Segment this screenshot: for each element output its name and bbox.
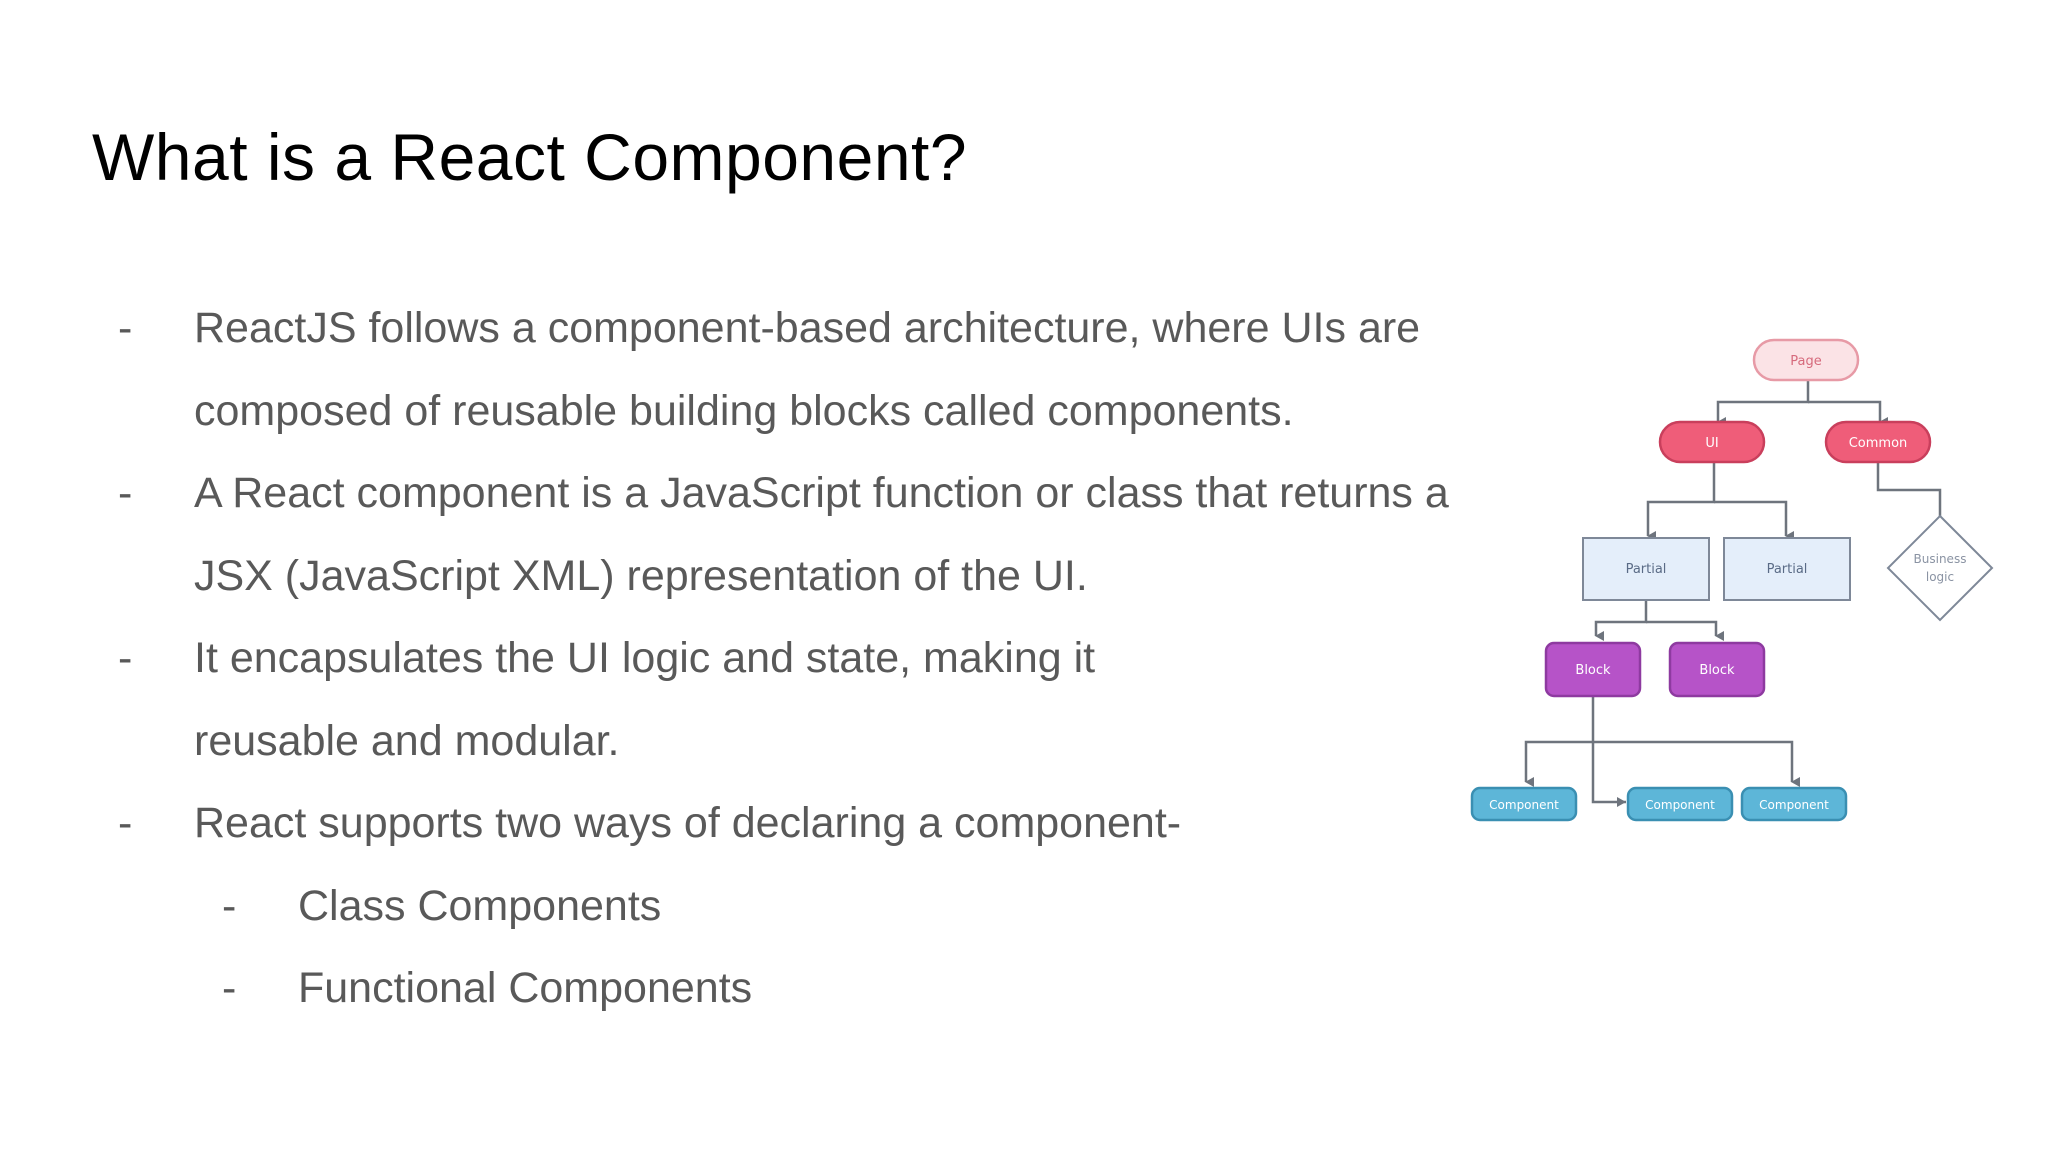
node-label: Block	[1699, 663, 1735, 678]
node-business-logic: Business logic	[1886, 514, 1994, 622]
bullet-text: It encapsulates the UI logic and state, …	[194, 634, 1096, 765]
bullet-marker: -	[222, 881, 237, 930]
node-partial-1: Partial	[1582, 537, 1710, 601]
node-component-1: Component	[1470, 786, 1578, 822]
bullet-marker: -	[118, 304, 133, 352]
sub-bullet-item: - Class Components	[118, 865, 1498, 948]
node-common: Common	[1824, 420, 1932, 464]
bullet-text: ReactJS follows a component-based archit…	[194, 304, 1421, 435]
bullet-item: - It encapsulates the UI logic and state…	[118, 617, 1498, 782]
bullet-marker: -	[118, 469, 133, 517]
node-block-2: Block	[1668, 641, 1766, 698]
node-label: Block	[1575, 663, 1611, 678]
edge-common-business	[1876, 462, 1942, 516]
bullet-marker: -	[118, 634, 133, 682]
bullet-text: React supports two ways of declaring a c…	[194, 799, 1182, 847]
component-tree-diagram: Page UI Common Business logic Partial Pa…	[1470, 338, 1994, 822]
node-block-1: Block	[1544, 641, 1642, 698]
node-label: UI	[1705, 436, 1718, 451]
bullet-item: - ReactJS follows a component-based arch…	[118, 287, 1498, 452]
edge-partial-block2	[1646, 620, 1724, 641]
node-label: Component	[1759, 798, 1829, 812]
node-label: logic	[1926, 570, 1954, 584]
edge-ui-partial1	[1646, 462, 1716, 541]
bullet-text: Class Components	[298, 881, 662, 930]
bullet-text: A React component is a JavaScript functi…	[194, 469, 1449, 600]
node-component-2: Component	[1626, 786, 1734, 822]
edge-block-component1	[1524, 696, 1595, 787]
bullet-item: - A React component is a JavaScript func…	[118, 452, 1498, 617]
sub-bullet-item: - Functional Components	[118, 947, 1498, 1030]
bullet-text: Functional Components	[298, 964, 753, 1012]
node-label: Business	[1914, 552, 1967, 566]
edge-page-common	[1808, 400, 1888, 427]
node-partial-2: Partial	[1723, 537, 1851, 601]
edge-ui-partial2	[1714, 500, 1794, 541]
edge-block-component2	[1591, 742, 1626, 807]
slide-title: What is a React Component?	[92, 120, 968, 194]
bullet-marker: -	[118, 799, 133, 847]
node-label: Component	[1489, 798, 1559, 812]
node-component-3: Component	[1740, 786, 1848, 822]
node-label: Partial	[1626, 562, 1667, 577]
edge-page-ui	[1716, 380, 1810, 427]
node-label: Component	[1645, 798, 1715, 812]
node-label: Partial	[1767, 562, 1808, 577]
bullet-item: - React supports two ways of declaring a…	[118, 782, 1498, 865]
bullet-list: - ReactJS follows a component-based arch…	[118, 287, 1498, 1030]
node-label: Page	[1790, 354, 1821, 369]
node-page: Page	[1752, 338, 1860, 382]
diagram-edges	[1524, 380, 1942, 807]
edge-partial-block1	[1594, 600, 1648, 641]
edge-block-component3	[1593, 740, 1800, 787]
node-ui: UI	[1658, 420, 1766, 464]
node-label: Common	[1849, 436, 1908, 451]
bullet-marker: -	[222, 964, 237, 1012]
